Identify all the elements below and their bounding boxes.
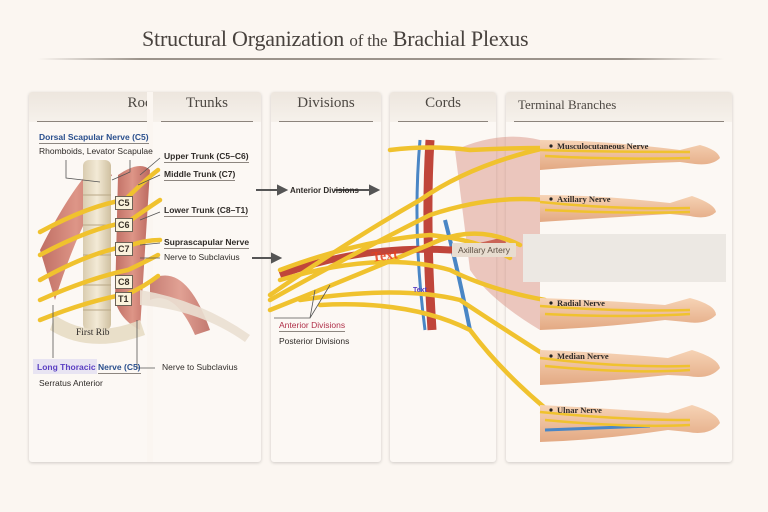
highlight-box xyxy=(33,359,97,374)
artery xyxy=(423,139,437,331)
vein xyxy=(415,139,427,331)
root-tag-c8: C8 xyxy=(115,275,133,289)
divider xyxy=(398,121,488,122)
arms xyxy=(539,140,720,442)
label-lower-trunk: Lower Trunk (C8–T1) xyxy=(164,205,249,217)
label-dorsal-scapular: Dorsal Scapular Nerve (C5) xyxy=(39,132,149,144)
page-title: Structural Organization of the Brachial … xyxy=(142,26,529,52)
tendon xyxy=(140,290,250,342)
label-first-rib: First Rib xyxy=(76,328,110,338)
root-tag-t1: T1 xyxy=(115,292,132,306)
label-musculocutaneous: Musculocutaneous Nerve xyxy=(557,141,649,151)
flow-arrows xyxy=(252,184,381,264)
divider xyxy=(279,121,373,122)
panel-title-terminal: Terminal Branches xyxy=(518,97,617,112)
first-rib-shape xyxy=(50,315,145,344)
label-middle-trunk: Middle Trunk (C7) xyxy=(164,169,236,181)
label-nerve-to-subclavius-lower: Nerve to Subclavius xyxy=(162,362,238,372)
title-end: Brachial Plexus xyxy=(392,26,529,51)
divider xyxy=(37,121,253,122)
plexus-nerves xyxy=(267,145,548,411)
label-axillary-nerve: Axillary Nerve xyxy=(557,194,611,204)
title-divider xyxy=(38,58,724,60)
label-posterior-divisions: Posterior Divisions xyxy=(279,336,350,346)
root-tag-c6: C6 xyxy=(115,218,133,232)
root-tag-c5: C5 xyxy=(115,196,133,210)
root-tag-c7: C7 xyxy=(115,242,133,256)
panel-cords: Cords xyxy=(390,92,496,462)
label-radial-nerve: Radial Nerve xyxy=(557,298,605,308)
label-long-thoracic-nerve: Nerve (C5) xyxy=(98,362,141,374)
vessels xyxy=(278,136,540,331)
label-upper-trunk: Upper Trunk (C5–C6) xyxy=(164,151,249,163)
leader-lines xyxy=(52,157,331,369)
divider xyxy=(161,121,253,122)
arm-median xyxy=(540,350,720,385)
muscle xyxy=(455,136,540,330)
title-main: Structural Organization xyxy=(142,26,345,51)
panel-gap xyxy=(147,92,153,462)
label-median-nerve: Median Nerve xyxy=(557,351,609,361)
arm-radial xyxy=(540,298,716,330)
divider xyxy=(514,121,724,122)
label-suprascapular: Suprascapular Nerve xyxy=(164,237,250,249)
label-axillary-artery: Axillary Artery xyxy=(452,243,516,257)
arm-musculocutaneous xyxy=(540,140,720,170)
panel-title-cords: Cords xyxy=(425,95,461,111)
title-connector: of the xyxy=(349,31,388,50)
label-dorsal-scapular-targets: Rhomboids, Levator Scapulae xyxy=(39,146,153,156)
label-anterior-divisions-arrow: Anterior Divisions xyxy=(290,186,359,195)
label-serratus-anterior: Serratus Anterior xyxy=(39,378,103,388)
label-nerve-to-subclavius: Nerve to Subclavius xyxy=(164,252,240,262)
panel-title-divisions: Divisions xyxy=(297,95,355,111)
label-ulnar-nerve: Ulnar Nerve xyxy=(557,405,602,415)
overlay-text-purple: Text xyxy=(413,287,427,294)
label-long-thoracic: Long Thoracic xyxy=(37,362,96,372)
label-anterior-divisions: Anterior Divisions xyxy=(279,320,346,332)
panel-trunks-overlay: Trunks xyxy=(153,92,261,462)
placeholder-box xyxy=(523,234,726,282)
panel-title-trunks: Trunks xyxy=(186,95,228,111)
